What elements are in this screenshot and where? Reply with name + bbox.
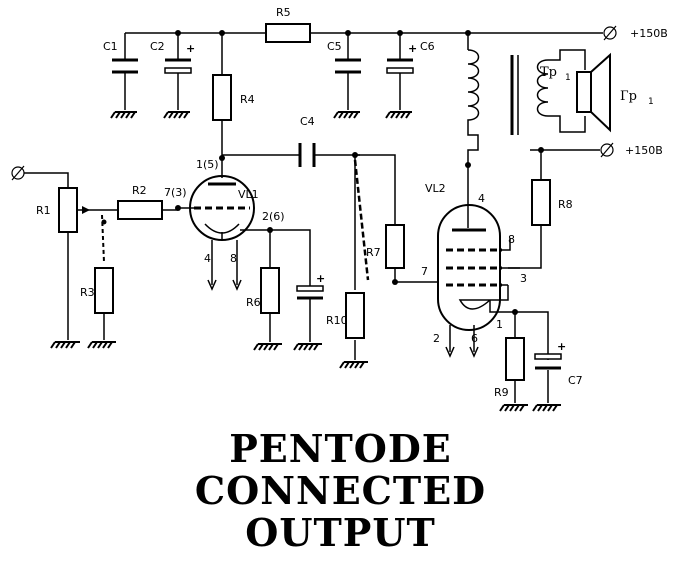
label-r10: R10 — [326, 314, 348, 327]
supply-terminal-top: +150B — [603, 25, 668, 41]
tube-vl1: VL1 1(5) 7(3) 2(6) 4 8 — [164, 155, 285, 291]
label-speaker: Гp — [620, 89, 637, 104]
transformer-secondary: Tp 1 — [536, 49, 586, 133]
title-line-1: PENTODE — [229, 426, 452, 471]
capacitor-c7: + C7 — [532, 340, 583, 412]
diagram-title: PENTODE CONNECTED OUTPUT — [0, 428, 681, 554]
resistor-r10: R10 — [326, 155, 370, 369]
polarity-c3: + — [316, 272, 325, 285]
pin-vl2-heater-a: 2 — [433, 332, 440, 345]
capacitor-cathode-vl1: + — [272, 229, 325, 351]
label-speaker-sub: 1 — [648, 97, 654, 107]
label-c5: C5 — [327, 40, 342, 53]
pin-vl2-suppressor: 3 — [520, 272, 527, 285]
label-transformer: Tp — [540, 65, 557, 80]
resistor-r6: R6 — [246, 227, 282, 351]
title-line-2: CONNECTED — [194, 468, 487, 513]
pin-vl1-heater-b: 8 — [230, 252, 237, 265]
pin-vl1-cathode: 2(6) — [262, 210, 285, 223]
label-r5: R5 — [276, 6, 291, 19]
speaker-gp1: Гp 1 — [576, 52, 654, 133]
input-terminal — [11, 165, 69, 188]
title-line-3: OUTPUT — [245, 510, 436, 555]
label-r6: R6 — [246, 296, 261, 309]
resistor-r7: R7 — [355, 154, 440, 285]
pin-vl1-heater-a: 4 — [204, 252, 211, 265]
label-r8: R8 — [558, 198, 573, 211]
resistor-r8: R8 — [508, 150, 573, 269]
pin-vl1-grid: 7(3) — [164, 186, 187, 199]
potentiometer-r1: R1 — [36, 187, 118, 349]
capacitor-c4: C4 — [222, 115, 360, 167]
supply-rail-top — [125, 30, 603, 36]
label-c1: C1 — [103, 40, 118, 53]
resistor-r2: R2 — [117, 184, 178, 220]
pin-vl2-plate: 4 — [478, 192, 485, 205]
capacitor-c6: + C6 — [385, 33, 435, 119]
supply-label-right: +150B — [625, 144, 663, 157]
label-r4: R4 — [240, 93, 255, 106]
label-vl2: VL2 — [425, 182, 446, 195]
resistor-r3: R3 — [80, 214, 116, 349]
pin-vl2-heater-b: 6 — [471, 332, 478, 345]
label-transformer-sub: 1 — [565, 73, 571, 83]
capacitor-c2: + C2 — [150, 33, 195, 119]
label-vl1: VL1 — [238, 188, 259, 201]
capacitor-c5: C5 — [327, 33, 361, 119]
pin-vl2-cathode: 1 — [496, 318, 503, 331]
polarity-c2: + — [186, 42, 195, 55]
tube-vl2: VL2 4 8 3 7 1 2 6 — [421, 165, 549, 358]
pin-vl1-plate: 1(5) — [196, 158, 219, 171]
resistor-r9: R9 — [494, 325, 528, 412]
supply-label-top: +150B — [630, 27, 668, 40]
transformer-primary — [465, 33, 480, 168]
capacitor-c1: C1 — [103, 33, 138, 119]
label-c6: C6 — [420, 40, 435, 53]
label-r2: R2 — [132, 184, 147, 197]
resistor-r4: R4 — [212, 33, 255, 158]
resistor-r5: R5 — [265, 6, 311, 43]
label-r7: R7 — [366, 246, 381, 259]
label-r1: R1 — [36, 204, 51, 217]
polarity-c7: + — [557, 340, 566, 353]
label-r9: R9 — [494, 386, 509, 399]
pin-vl2-screen: 8 — [508, 233, 515, 246]
polarity-c6: + — [408, 42, 417, 55]
label-r3: R3 — [80, 286, 95, 299]
label-c7: C7 — [568, 374, 583, 387]
supply-terminal-right: +150B — [530, 142, 663, 158]
label-c4: C4 — [300, 115, 315, 128]
pin-vl2-grid: 7 — [421, 265, 428, 278]
label-c2: C2 — [150, 40, 165, 53]
transformer-core — [510, 55, 519, 135]
